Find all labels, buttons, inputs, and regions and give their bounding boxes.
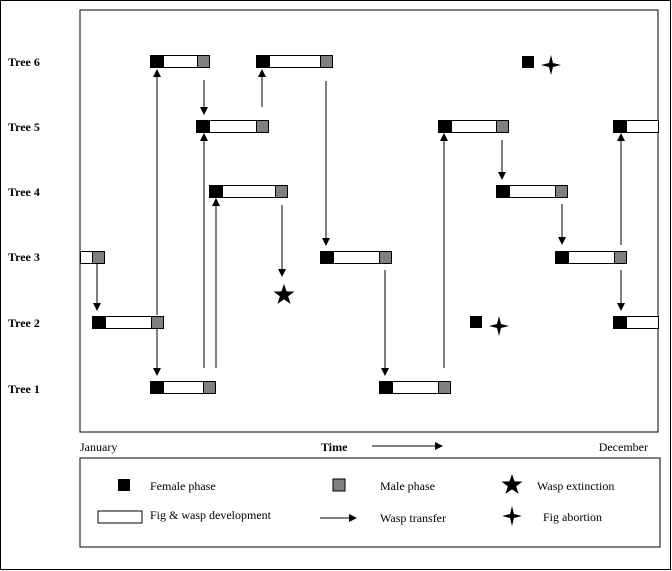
- legend-female-icon: [118, 479, 130, 491]
- male-phase-segment: [92, 251, 105, 264]
- male-phase-segment: [151, 316, 164, 329]
- legend-abortion-label: Fig abortion: [543, 510, 602, 524]
- male-phase-segment: [379, 251, 392, 264]
- female-phase-segment: [496, 185, 510, 198]
- female-phase-segment: [256, 55, 270, 68]
- female-phase-square: [522, 56, 534, 68]
- legend-extinction-icon: [501, 474, 523, 494]
- female-phase-segment: [320, 251, 334, 264]
- female-phase-segment: [150, 55, 164, 68]
- male-phase-segment: [275, 185, 288, 198]
- axis-time-label: Time: [321, 440, 348, 454]
- axis-start-label: January: [80, 440, 117, 454]
- row-label-tree5: Tree 5: [8, 120, 40, 134]
- legend-box: [79, 457, 661, 548]
- male-phase-segment: [438, 381, 451, 394]
- wasp-extinction-icon: [273, 284, 295, 304]
- fig-abortion-icon: [541, 55, 561, 75]
- female-phase-segment: [379, 381, 393, 394]
- male-phase-segment: [197, 55, 210, 68]
- female-phase-segment: [209, 185, 223, 198]
- female-phase-square: [470, 316, 482, 328]
- row-label-tree1: Tree 1: [8, 382, 40, 396]
- male-phase-segment: [256, 120, 269, 133]
- male-phase-segment: [496, 120, 509, 133]
- male-phase-segment: [320, 55, 333, 68]
- phase-bars: [80, 55, 659, 394]
- legend-male-icon: [332, 478, 346, 492]
- female-phase-segment: [555, 251, 569, 264]
- row-label-tree2: Tree 2: [8, 316, 40, 330]
- female-phase-segment: [438, 120, 452, 133]
- legend-transfer-label: Wasp transfer: [380, 511, 446, 525]
- female-phase-segment: [92, 316, 106, 329]
- row-label-tree6: Tree 6: [8, 55, 40, 69]
- row-label-tree3: Tree 3: [8, 250, 40, 264]
- male-phase-segment: [614, 251, 627, 264]
- fig-abortion-icon: [489, 316, 509, 336]
- legend-development-icon: [97, 510, 143, 524]
- legend-male-label: Male phase: [380, 479, 435, 493]
- legend-extinction-label: Wasp extinction: [537, 479, 614, 493]
- legend-female-label: Female phase: [150, 479, 216, 493]
- transfer-arrows: [93, 69, 625, 376]
- female-phase-segment: [613, 316, 627, 329]
- male-phase-segment: [203, 381, 216, 394]
- plot-frame: [79, 9, 659, 433]
- legend-abortion-icon: [502, 506, 522, 526]
- female-phase-segment: [613, 120, 627, 133]
- male-phase-segment: [555, 185, 568, 198]
- row-label-tree4: Tree 4: [8, 185, 40, 199]
- female-phase-segment: [150, 381, 164, 394]
- legend-development-label: Fig & wasp development: [150, 508, 272, 522]
- female-phase-segment: [196, 120, 210, 133]
- axis-end-label: December: [599, 440, 648, 454]
